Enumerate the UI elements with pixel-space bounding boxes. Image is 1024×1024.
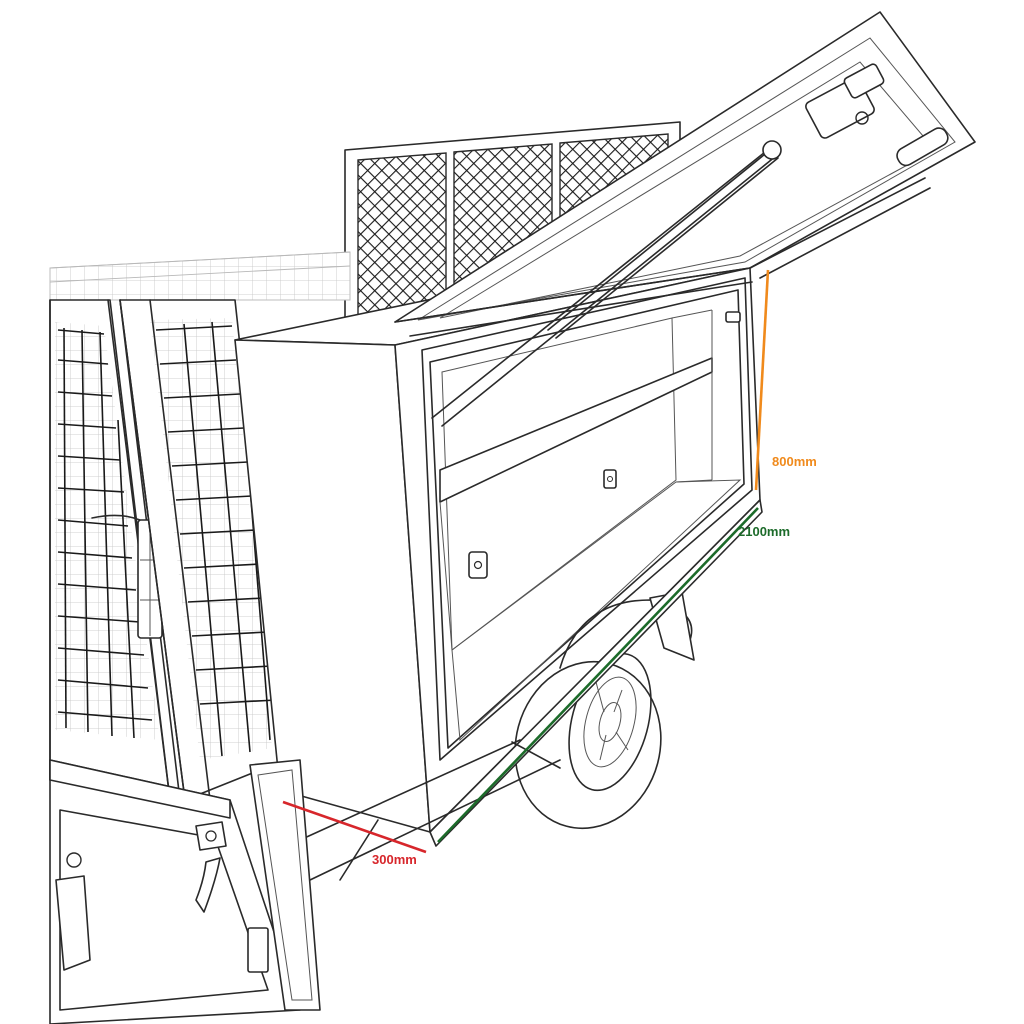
depth-dimension-line — [282, 800, 427, 854]
height-dimension-label: 800mm — [772, 454, 817, 469]
interior-lock-icon — [603, 469, 617, 489]
height-dimension-line — [754, 269, 770, 491]
tailgate-pin-icon — [55, 852, 91, 971]
trailer-chassis — [299, 499, 763, 881]
tailgate — [49, 759, 321, 1024]
length-dimension-line — [437, 507, 759, 843]
toolbox-body — [234, 261, 761, 833]
near-cage-right — [119, 299, 286, 801]
door-lock-icon — [468, 551, 488, 579]
near-cage-left — [49, 299, 181, 801]
dimension-lines: 800mm 2100mm 300mm — [282, 269, 817, 867]
depth-dimension-label: 300mm — [372, 852, 417, 867]
far-cage-frame — [49, 251, 351, 301]
open-lid — [394, 11, 976, 427]
tailgate-latch-icon — [195, 821, 227, 913]
lid-latch-icon — [805, 63, 885, 139]
length-dimension-label: 2100mm — [738, 524, 790, 539]
